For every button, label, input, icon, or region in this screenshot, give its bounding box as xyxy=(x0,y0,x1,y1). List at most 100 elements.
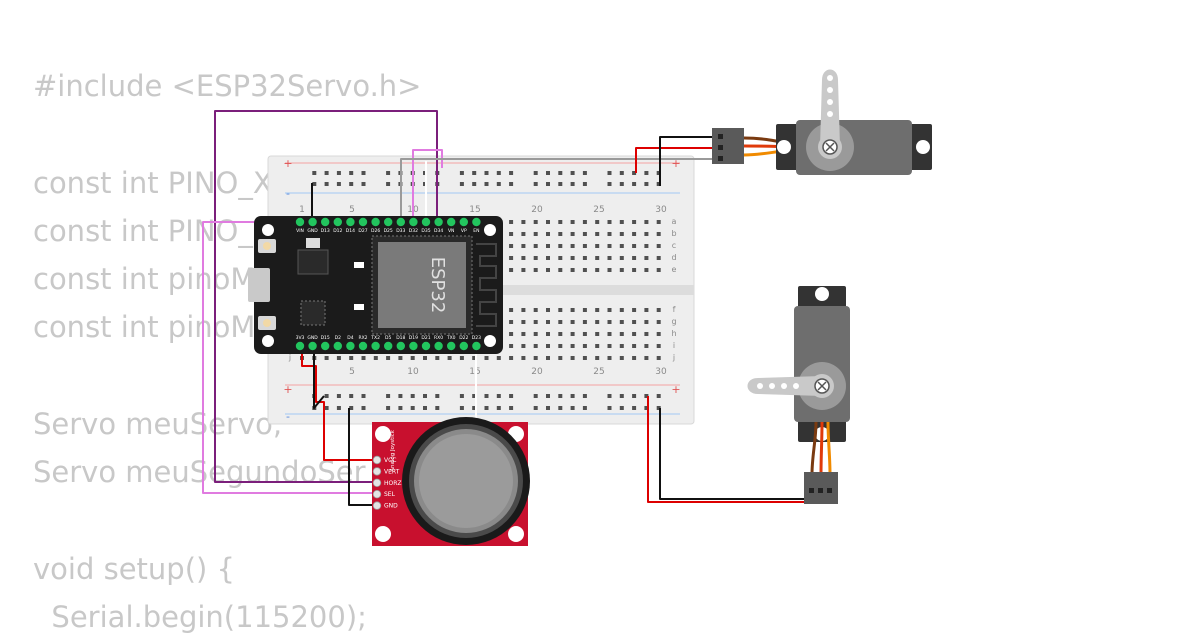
esp32-pin[interactable] xyxy=(384,217,393,227)
breadboard-hole[interactable] xyxy=(607,268,612,272)
breadboard-hole[interactable] xyxy=(558,268,563,272)
wire-black-joystick-gnd[interactable] xyxy=(348,408,377,506)
breadboard-hole[interactable] xyxy=(632,244,637,248)
breadboard-hole[interactable] xyxy=(656,332,661,336)
esp32-pin[interactable] xyxy=(333,217,342,227)
breadboard-hole[interactable] xyxy=(521,220,526,224)
rail-hole[interactable] xyxy=(533,171,538,175)
breadboard-hole[interactable] xyxy=(582,308,587,312)
rail-hole[interactable] xyxy=(336,394,341,398)
breadboard-hole[interactable] xyxy=(632,220,637,224)
rail-hole[interactable] xyxy=(546,182,550,186)
breadboard-hole[interactable] xyxy=(546,332,550,336)
breadboard-hole[interactable] xyxy=(582,232,587,236)
rail-hole[interactable] xyxy=(533,182,538,186)
esp32-pin[interactable] xyxy=(358,217,368,227)
breadboard-hole[interactable] xyxy=(459,356,464,360)
rail-hole[interactable] xyxy=(656,182,661,186)
rail-hole[interactable] xyxy=(632,406,637,410)
wire-red-3v3[interactable] xyxy=(301,346,377,461)
esp32-pin[interactable] xyxy=(321,341,330,351)
breadboard-hole[interactable] xyxy=(410,356,415,360)
breadboard-hole[interactable] xyxy=(632,356,637,360)
rail-hole[interactable] xyxy=(619,182,624,186)
esp32-pin[interactable] xyxy=(333,341,342,351)
breadboard-hole[interactable] xyxy=(570,344,575,348)
rail-hole[interactable] xyxy=(410,394,415,398)
breadboard-hole[interactable] xyxy=(386,356,391,360)
rail-hole[interactable] xyxy=(644,182,649,186)
breadboard-hole[interactable] xyxy=(595,356,600,360)
rail-hole[interactable] xyxy=(324,182,329,186)
rail-hole[interactable] xyxy=(570,182,575,186)
rail-hole[interactable] xyxy=(509,171,514,175)
breadboard-hole[interactable] xyxy=(644,344,649,348)
breadboard-hole[interactable] xyxy=(644,256,649,260)
breadboard-hole[interactable] xyxy=(398,356,403,360)
breadboard-hole[interactable] xyxy=(595,308,600,312)
breadboard-hole[interactable] xyxy=(607,220,612,224)
rail-hole[interactable] xyxy=(656,394,661,398)
breadboard-hole[interactable] xyxy=(656,268,661,272)
breadboard-hole[interactable] xyxy=(533,268,538,272)
rail-hole[interactable] xyxy=(496,394,501,398)
breadboard-hole[interactable] xyxy=(595,332,600,336)
breadboard-hole[interactable] xyxy=(509,356,514,360)
breadboard-hole[interactable] xyxy=(521,244,526,248)
breadboard-hole[interactable] xyxy=(607,256,612,260)
breadboard-hole[interactable] xyxy=(607,308,612,312)
rail-hole[interactable] xyxy=(386,406,391,410)
rail-hole[interactable] xyxy=(496,182,501,186)
esp32-pin[interactable] xyxy=(384,341,393,351)
joystick-pin[interactable] xyxy=(372,490,382,499)
rail-hole[interactable] xyxy=(582,406,587,410)
servo-horn[interactable] xyxy=(820,69,840,148)
rail-hole[interactable] xyxy=(644,394,649,398)
rail-hole[interactable] xyxy=(546,171,550,175)
rail-hole[interactable] xyxy=(361,182,366,186)
breadboard-hole[interactable] xyxy=(595,256,600,260)
breadboard-hole[interactable] xyxy=(546,220,550,224)
breadboard-hole[interactable] xyxy=(582,344,587,348)
wire-red-servo1-vcc[interactable] xyxy=(635,147,720,173)
breadboard-hole[interactable] xyxy=(656,220,661,224)
rail-hole[interactable] xyxy=(459,182,464,186)
rail-hole[interactable] xyxy=(386,182,391,186)
breadboard-hole[interactable] xyxy=(595,320,600,324)
breadboard-hole[interactable] xyxy=(570,232,575,236)
breadboard-hole[interactable] xyxy=(619,268,624,272)
rail-hole[interactable] xyxy=(496,406,501,410)
esp32-pin[interactable] xyxy=(447,341,456,351)
rail-hole[interactable] xyxy=(570,406,575,410)
rail-hole[interactable] xyxy=(435,406,440,410)
rail-hole[interactable] xyxy=(619,171,624,175)
rail-hole[interactable] xyxy=(386,171,391,175)
esp32-pin[interactable] xyxy=(434,217,443,227)
breadboard-hole[interactable] xyxy=(546,320,550,324)
breadboard-hole[interactable] xyxy=(619,220,624,224)
breadboard-hole[interactable] xyxy=(619,332,624,336)
rail-hole[interactable] xyxy=(570,171,575,175)
rail-hole[interactable] xyxy=(484,406,489,410)
breadboard-hole[interactable] xyxy=(570,332,575,336)
esp32-pin[interactable] xyxy=(346,217,355,227)
rail-hole[interactable] xyxy=(509,182,514,186)
breadboard-hole[interactable] xyxy=(619,308,624,312)
breadboard-hole[interactable] xyxy=(656,256,661,260)
rail-hole[interactable] xyxy=(349,171,354,175)
rail-hole[interactable] xyxy=(472,406,477,410)
esp32-pin[interactable] xyxy=(358,341,368,351)
breadboard-hole[interactable] xyxy=(570,268,575,272)
breadboard-hole[interactable] xyxy=(521,344,526,348)
rail-hole[interactable] xyxy=(509,406,514,410)
breadboard-hole[interactable] xyxy=(349,356,354,360)
rail-hole[interactable] xyxy=(312,182,317,186)
rail-hole[interactable] xyxy=(472,394,477,398)
rail-hole[interactable] xyxy=(582,171,587,175)
wire-black-gnd-bottom[interactable] xyxy=(313,346,325,409)
breadboard-hole[interactable] xyxy=(656,232,661,236)
rail-hole[interactable] xyxy=(349,182,354,186)
rail-hole[interactable] xyxy=(336,182,341,186)
rail-hole[interactable] xyxy=(459,171,464,175)
rail-hole[interactable] xyxy=(644,406,649,410)
